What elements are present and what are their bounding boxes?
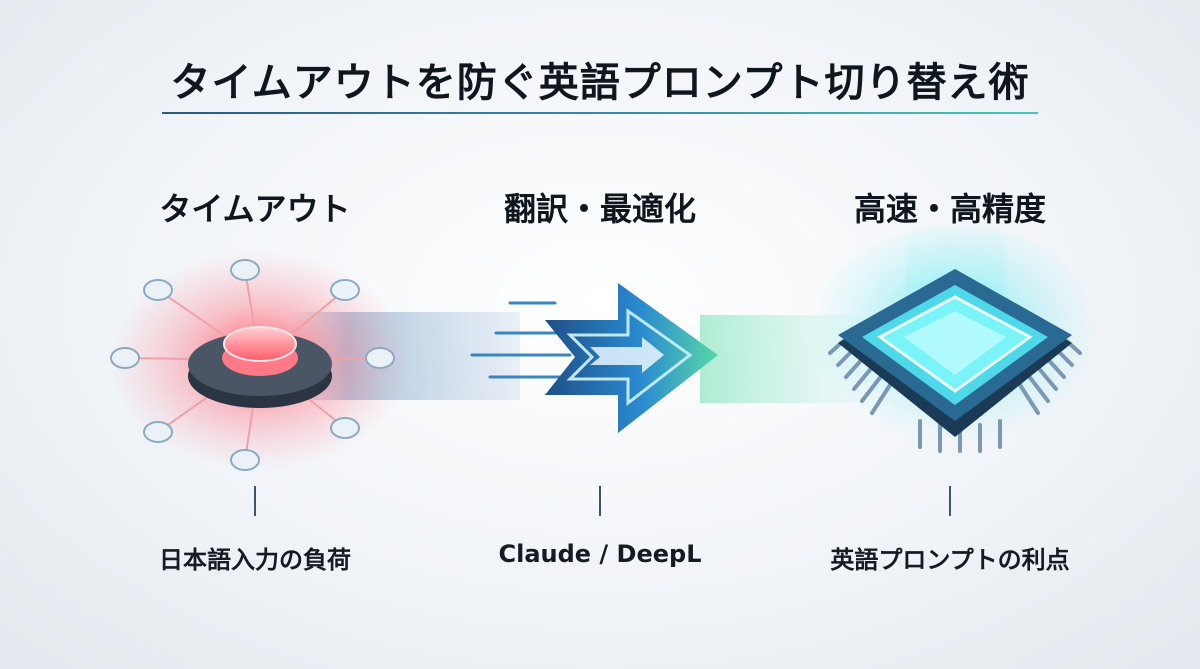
page-title: タイムアウトを防ぐ英語プロンプト切り替え術 xyxy=(170,60,1030,106)
step-caption-load: 日本語入力の負荷 xyxy=(159,546,351,574)
step-heading-translate: 翻訳・最適化 xyxy=(503,190,696,228)
title-underline xyxy=(162,112,1038,114)
step-caption-tools: Claude / DeepL xyxy=(498,540,702,568)
step-caption-benefit: 英語プロンプトの利点 xyxy=(830,546,1070,574)
step-heading-timeout: タイムアウト xyxy=(159,190,351,228)
overload-node-icon xyxy=(110,250,410,471)
connector-tick xyxy=(254,486,256,516)
connector-tick xyxy=(949,486,951,516)
arrow-forward-icon xyxy=(470,283,718,433)
step-heading-fast: 高速・高精度 xyxy=(853,190,1046,228)
cpu-chip-icon xyxy=(810,225,1100,455)
connector-tick xyxy=(599,486,601,516)
